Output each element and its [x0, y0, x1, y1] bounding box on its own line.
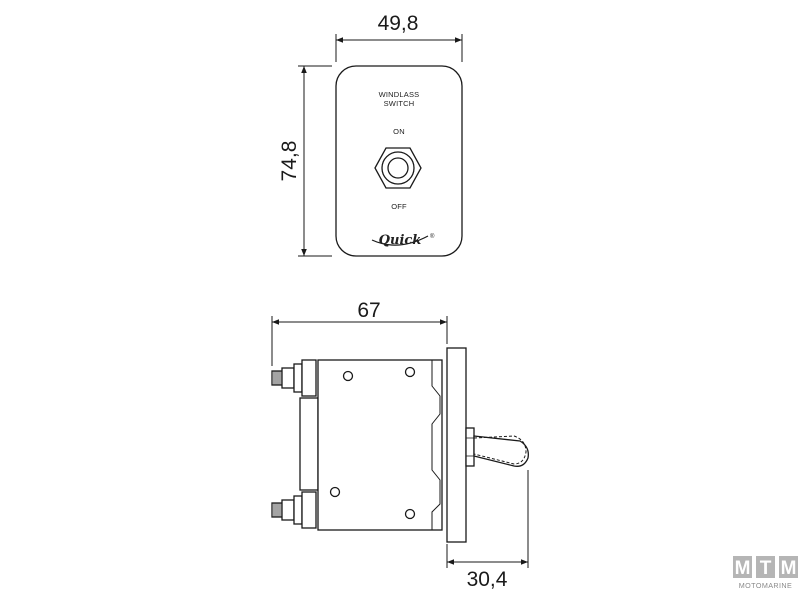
brand-registered-mark: ® [430, 233, 435, 240]
on-label: ON [393, 127, 405, 136]
watermark-letter: M [735, 558, 751, 579]
mtm-watermark: M T M MOTOMARINE [733, 556, 798, 590]
watermark-letter: T [760, 558, 772, 579]
watermark-subtitle: MOTOMARINE [739, 581, 792, 590]
watermark-letter: M [781, 558, 797, 579]
front-height-dimension [298, 65, 332, 257]
toggle-bushing [465, 427, 475, 467]
terminal-block [299, 397, 319, 491]
logo-swoosh [371, 235, 429, 246]
toggle-bushing-inner [387, 157, 409, 179]
side-depth-dimension [271, 316, 448, 366]
side-protrusion-dimension [446, 470, 529, 568]
brand-logo: Quick [379, 233, 422, 248]
front-width-label: 49,8 [378, 12, 419, 35]
side-view [271, 347, 529, 543]
front-view [335, 65, 463, 257]
off-label: OFF [391, 202, 407, 211]
toggle-lever [473, 435, 529, 467]
front-flange [446, 347, 467, 543]
body-clip [431, 360, 441, 530]
side-depth-label: 67 [357, 299, 380, 322]
plate-title-line2: SWITCH [384, 99, 415, 108]
mount-hole [342, 370, 354, 382]
front-width-dimension [335, 34, 463, 62]
bottom-terminal-stud [271, 491, 317, 529]
top-terminal-stud [271, 359, 317, 397]
mount-hole [404, 508, 416, 520]
side-protrusion-label: 30,4 [467, 568, 508, 591]
mount-hole [329, 486, 341, 498]
plate-title-line1: WINDLASS [379, 90, 420, 99]
mount-hole [404, 366, 416, 378]
switch-body [317, 359, 443, 531]
toggle-lever-alt [473, 435, 527, 465]
front-height-label: 74,8 [278, 141, 301, 182]
